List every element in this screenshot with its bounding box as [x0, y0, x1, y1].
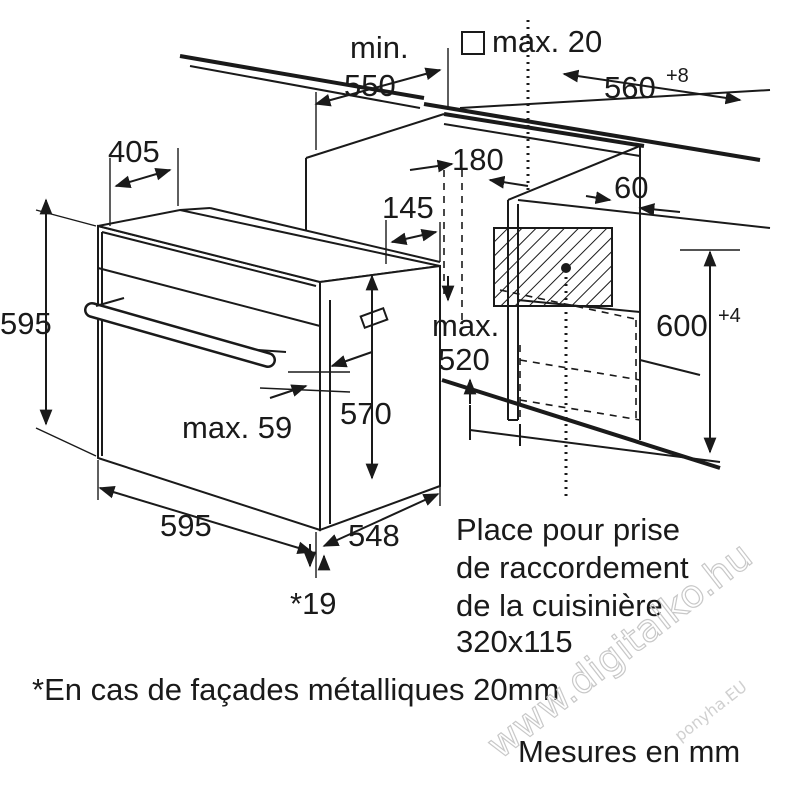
label-min: min. [350, 30, 409, 65]
label-600-sup: +4 [718, 305, 741, 327]
label-max-520-a: max. [432, 308, 499, 343]
floor-line [441, 378, 721, 470]
label-145: 145 [382, 190, 434, 225]
dim-180-right [488, 175, 529, 189]
socket-note-line-2: de raccordement [456, 550, 689, 585]
dimension-lines [35, 31, 742, 578]
oven-handle [84, 297, 287, 368]
label-560-sup: +8 [666, 65, 689, 87]
label-570: 570 [340, 396, 392, 431]
units-note: Mesures en mm [518, 734, 740, 769]
ext-595-top [35, 209, 97, 227]
label-548: 548 [348, 518, 400, 553]
dim-145-line [390, 228, 438, 246]
oven-top-rear [209, 207, 441, 263]
socket-area [493, 227, 613, 307]
dim-59-right [330, 351, 373, 368]
label-max-520-b: 520 [438, 342, 490, 377]
label-min-550: 550 [344, 68, 396, 103]
dim-405-line [114, 167, 172, 189]
label-max-59: max. 59 [182, 410, 292, 445]
dim-180-left [409, 159, 454, 173]
dim-60-left [585, 191, 612, 204]
handle-bracket-left [95, 297, 125, 307]
oven [84, 207, 441, 532]
handle-bracket-right [257, 349, 287, 353]
ext-595-bottom [35, 427, 97, 457]
shelf-right [639, 359, 701, 376]
front-rail [443, 112, 645, 148]
oven-front-top-inner [101, 231, 317, 287]
dim-560-line [562, 69, 742, 105]
label-560: 560 [604, 70, 656, 105]
dim-59-left [269, 384, 308, 399]
niche-top-left [305, 113, 445, 159]
socket-center [561, 263, 571, 273]
label-180: 180 [452, 142, 504, 177]
dimension-labels: min. 550 max. 20 560 +8 405 180 60 145 5… [0, 24, 741, 621]
socket-note-line-3: de la cuisinière [456, 588, 663, 623]
dim-60-right [638, 203, 681, 216]
square-symbol [461, 31, 485, 55]
oven-top-back [179, 207, 211, 211]
dim-595-width-line [98, 486, 314, 554]
label-19: *19 [290, 586, 337, 621]
label-max-20: max. 20 [492, 24, 602, 59]
label-595-height: 595 [0, 306, 52, 341]
dim-548-line [322, 493, 440, 547]
label-405: 405 [108, 134, 160, 169]
side-panel-top [507, 145, 641, 201]
hidden-line-4 [519, 359, 641, 381]
socket-note-line-4: 320x115 [456, 624, 573, 659]
front-rail-lower [443, 123, 641, 157]
label-595-width: 595 [160, 508, 212, 543]
floor-back [469, 429, 721, 463]
dim-550-line [314, 67, 442, 107]
ext-59-b [259, 387, 351, 393]
footnote-metal-facades: *En cas de façades métalliques 20mm [32, 672, 559, 707]
countertop-top-right [423, 102, 761, 162]
socket-note: Place pour prise de raccordement de la c… [456, 512, 689, 659]
label-60: 60 [614, 170, 648, 205]
label-600: 600 [656, 308, 708, 343]
socket-note-line-1: Place pour prise [456, 512, 680, 547]
control-panel-line [97, 267, 321, 327]
